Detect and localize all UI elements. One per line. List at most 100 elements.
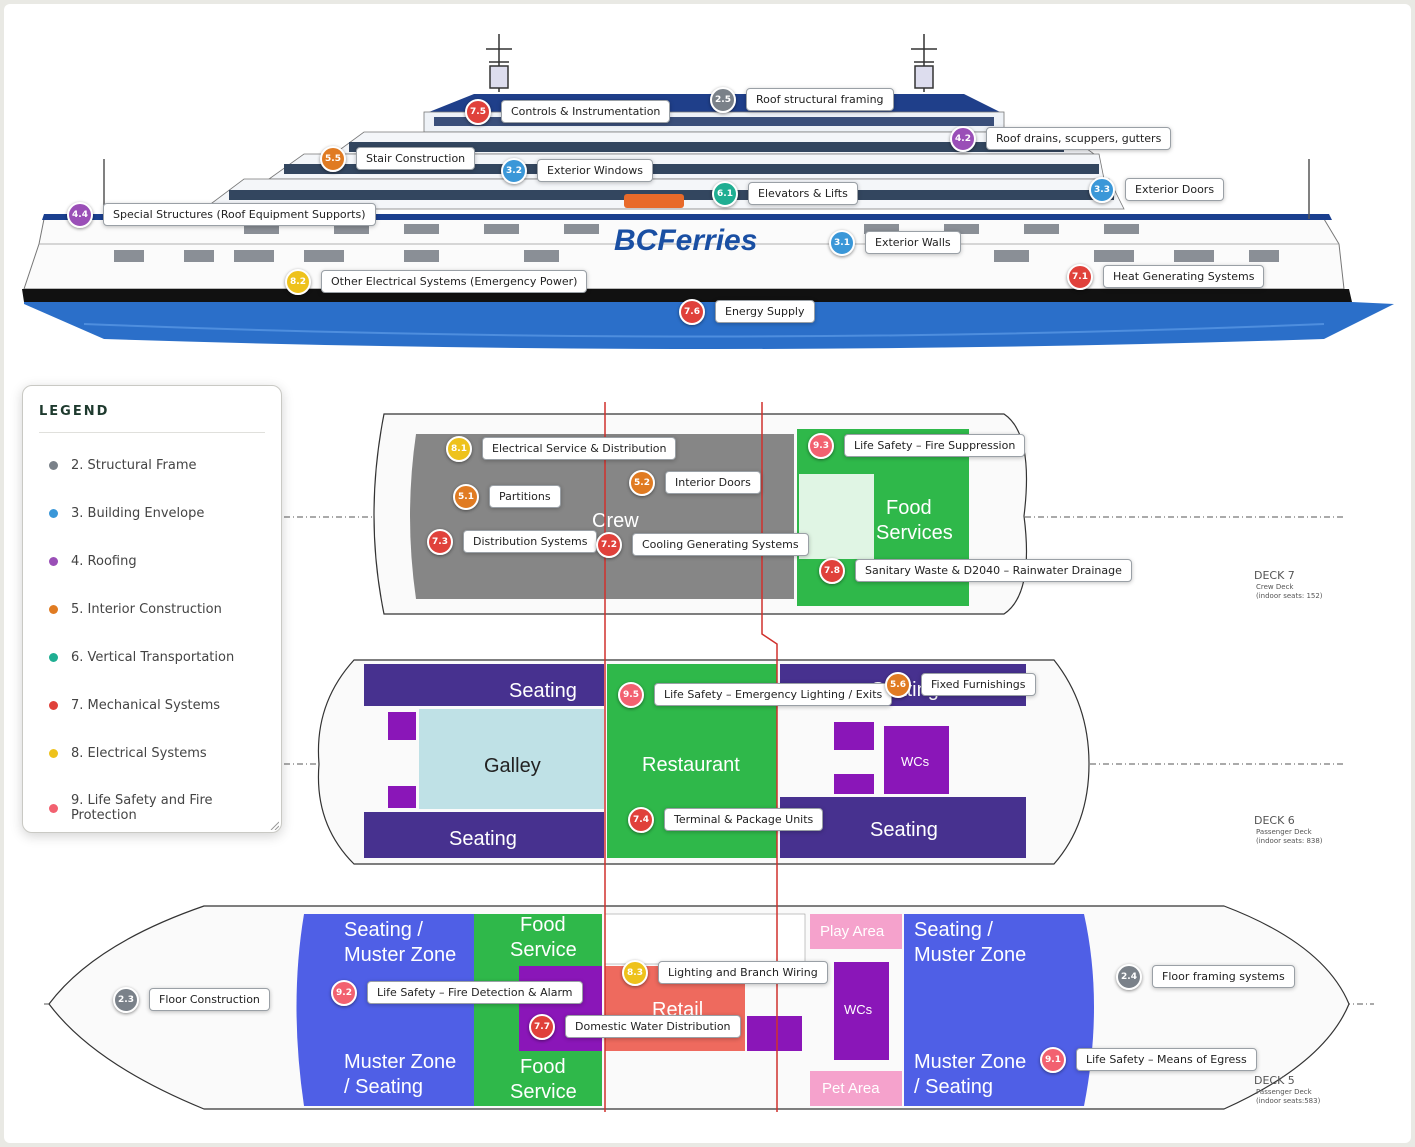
hotspot-badge[interactable]: 7.8 bbox=[819, 557, 845, 584]
hull-lower bbox=[24, 302, 1394, 349]
hotspot-label[interactable]: Controls & Instrumentation bbox=[501, 100, 671, 123]
zone-label-seating-muster-b1: Seating / bbox=[914, 919, 993, 941]
hotspot-label[interactable]: Other Electrical Systems (Emergency Powe… bbox=[321, 270, 588, 293]
zone-wcs-5a bbox=[519, 966, 602, 1051]
legend-label: 5. Interior Construction bbox=[71, 602, 222, 617]
hotspot-badge[interactable]: 5.6 bbox=[885, 671, 911, 698]
hotspot-badge[interactable]: 5.1 bbox=[453, 483, 479, 510]
hotspot-badge[interactable]: 7.3 bbox=[427, 528, 453, 555]
hotspot-badge[interactable]: 2.3 bbox=[113, 986, 139, 1013]
hotspot-badge[interactable]: 9.2 bbox=[331, 979, 357, 1006]
hotspot-badge[interactable]: 8.1 bbox=[446, 435, 472, 462]
hotspot-label[interactable]: Roof structural framing bbox=[746, 88, 894, 111]
hotspot-badge[interactable]: 5.5 bbox=[320, 145, 346, 172]
mid-windows bbox=[284, 164, 1099, 174]
zone-label-seating-6b: Seating bbox=[449, 828, 517, 850]
deck-7-subtitle: Crew Deck bbox=[1256, 583, 1294, 591]
hotspot-badge[interactable]: 7.6 bbox=[679, 298, 705, 325]
hotspot-badge[interactable]: 8.3 bbox=[622, 959, 648, 986]
zone-label-seating-muster-a1: Seating / bbox=[344, 919, 423, 941]
zone-label-service-5b: Service bbox=[510, 1081, 577, 1103]
zone-label-service-5a: Service bbox=[510, 939, 577, 961]
hotspot-label[interactable]: Partitions bbox=[489, 485, 561, 508]
zone-label-seating-6a: Seating bbox=[509, 680, 577, 702]
hotspot-badge[interactable]: 3.1 bbox=[829, 229, 855, 256]
hotspot-label[interactable]: Exterior Windows bbox=[537, 159, 653, 182]
zone-label-crew: Crew bbox=[592, 510, 639, 532]
hotspot-label[interactable]: Fixed Furnishings bbox=[921, 673, 1036, 696]
section-line-b bbox=[761, 402, 778, 1112]
legend-label: 8. Electrical Systems bbox=[71, 746, 207, 761]
legend-title: LEGEND bbox=[39, 404, 110, 419]
hotspot-label[interactable]: Terminal & Package Units bbox=[664, 808, 824, 831]
hotspot-badge[interactable]: 3.2 bbox=[501, 157, 527, 184]
hotspot-label[interactable]: Exterior Walls bbox=[865, 231, 961, 254]
hotspot-label[interactable]: Energy Supply bbox=[715, 300, 815, 323]
deck-7-seats: (indoor seats: 152) bbox=[1256, 592, 1323, 600]
legend-label: 9. Life Safety and Fire Protection bbox=[70, 793, 213, 823]
deck-6-seats: (indoor seats: 838) bbox=[1256, 837, 1323, 845]
hotspot-label[interactable]: Lighting and Branch Wiring bbox=[658, 961, 828, 984]
legend-item-roofing: 4. Roofing bbox=[49, 554, 137, 569]
deck-6-title: DECK 6 bbox=[1254, 814, 1295, 827]
hotspot-label[interactable]: Special Structures (Roof Equipment Suppo… bbox=[103, 203, 376, 226]
hotspot-badge[interactable]: 4.4 bbox=[67, 201, 93, 228]
hotspot-label[interactable]: Life Safety – Fire Detection & Alarm bbox=[367, 981, 583, 1004]
deck-5-seats: (indoor seats:583) bbox=[1256, 1097, 1321, 1105]
legend-item-building-envelope: 3. Building Envelope bbox=[49, 506, 204, 521]
hotspot-badge[interactable]: 3.3 bbox=[1089, 176, 1115, 203]
hotspot-badge[interactable]: 2.5 bbox=[710, 86, 736, 113]
hotspot-badge[interactable]: 7.1 bbox=[1067, 263, 1093, 290]
zone-label-muster-seating-b2: / Seating bbox=[914, 1076, 993, 1098]
zone-label-muster-seating-a2: / Seating bbox=[344, 1076, 423, 1098]
deck-5-title: DECK 5 bbox=[1254, 1074, 1295, 1087]
lifeboat bbox=[624, 194, 684, 208]
hotspot-label[interactable]: Life Safety – Means of Egress bbox=[1076, 1048, 1257, 1071]
hotspot-label[interactable]: Interior Doors bbox=[665, 471, 761, 494]
hotspot-label[interactable]: Floor Construction bbox=[149, 988, 270, 1011]
deck-6-subtitle: Passenger Deck bbox=[1256, 828, 1313, 836]
deck-5-plan: Seating / Muster Zone Muster Zone / Seat… bbox=[44, 905, 1374, 1110]
hotspot-badge[interactable]: 9.3 bbox=[808, 432, 834, 459]
hotspot-badge[interactable]: 9.1 bbox=[1040, 1046, 1066, 1073]
zone-label-wcs-5b: WCs bbox=[844, 1002, 873, 1017]
hotspot-badge[interactable]: 7.5 bbox=[465, 98, 491, 125]
legend-divider bbox=[39, 432, 265, 433]
deck-7-title: DECK 7 bbox=[1254, 569, 1295, 582]
zone-label-food-services-2: Services bbox=[876, 522, 953, 544]
hotspot-badge[interactable]: 2.4 bbox=[1116, 963, 1142, 990]
hotspot-label[interactable]: Roof drains, scuppers, gutters bbox=[986, 127, 1172, 150]
hotspot-label[interactable]: Exterior Doors bbox=[1125, 178, 1225, 201]
hotspot-label[interactable]: Floor framing systems bbox=[1152, 965, 1295, 988]
legend-item-electrical-systems: 8. Electrical Systems bbox=[49, 746, 207, 761]
legend-dot bbox=[49, 605, 58, 614]
legend-label: 3. Building Envelope bbox=[71, 506, 205, 521]
legend-label: 2. Structural Frame bbox=[71, 458, 197, 473]
hotspot-badge[interactable]: 5.2 bbox=[629, 469, 655, 496]
hotspot-badge[interactable]: 8.2 bbox=[285, 268, 311, 295]
hotspot-badge[interactable]: 9.5 bbox=[618, 681, 644, 708]
hotspot-badge[interactable]: 6.1 bbox=[712, 180, 738, 207]
legend-panel: LEGEND 2. Structural Frame 3. Building E… bbox=[22, 385, 282, 833]
hotspot-badge[interactable]: 4.2 bbox=[950, 125, 976, 152]
zone-label-food-5a: Food bbox=[520, 914, 566, 936]
hotspot-label[interactable]: Heat Generating Systems bbox=[1103, 265, 1265, 288]
hotspot-label[interactable]: Electrical Service & Distribution bbox=[482, 437, 677, 460]
legend-dot bbox=[49, 653, 58, 662]
hotspot-label[interactable]: Stair Construction bbox=[356, 147, 476, 170]
hotspot-label[interactable]: Distribution Systems bbox=[463, 530, 598, 553]
hotspot-label[interactable]: Domestic Water Distribution bbox=[565, 1015, 741, 1038]
hotspot-label[interactable]: Cooling Generating Systems bbox=[632, 533, 809, 556]
hotspot-badge[interactable]: 7.4 bbox=[628, 806, 654, 833]
hotspot-label[interactable]: Life Safety – Fire Suppression bbox=[844, 434, 1026, 457]
zone-label-pet-area: Pet Area bbox=[822, 1080, 880, 1097]
zone-seating-6b bbox=[364, 812, 604, 858]
hotspot-label[interactable]: Sanitary Waste & D2040 – Rainwater Drain… bbox=[855, 559, 1132, 582]
hotspot-badge[interactable]: 7.7 bbox=[529, 1013, 555, 1040]
hotspot-badge[interactable]: 7.2 bbox=[596, 531, 622, 558]
legend-item-life-safety: 9. Life Safety and Fire Protection bbox=[49, 793, 281, 823]
legend-item-interior-construction: 5. Interior Construction bbox=[49, 602, 222, 617]
resize-grip-icon[interactable] bbox=[269, 820, 279, 830]
hotspot-label[interactable]: Life Safety – Emergency Lighting / Exits bbox=[654, 683, 893, 706]
hotspot-label[interactable]: Elevators & Lifts bbox=[748, 182, 858, 205]
